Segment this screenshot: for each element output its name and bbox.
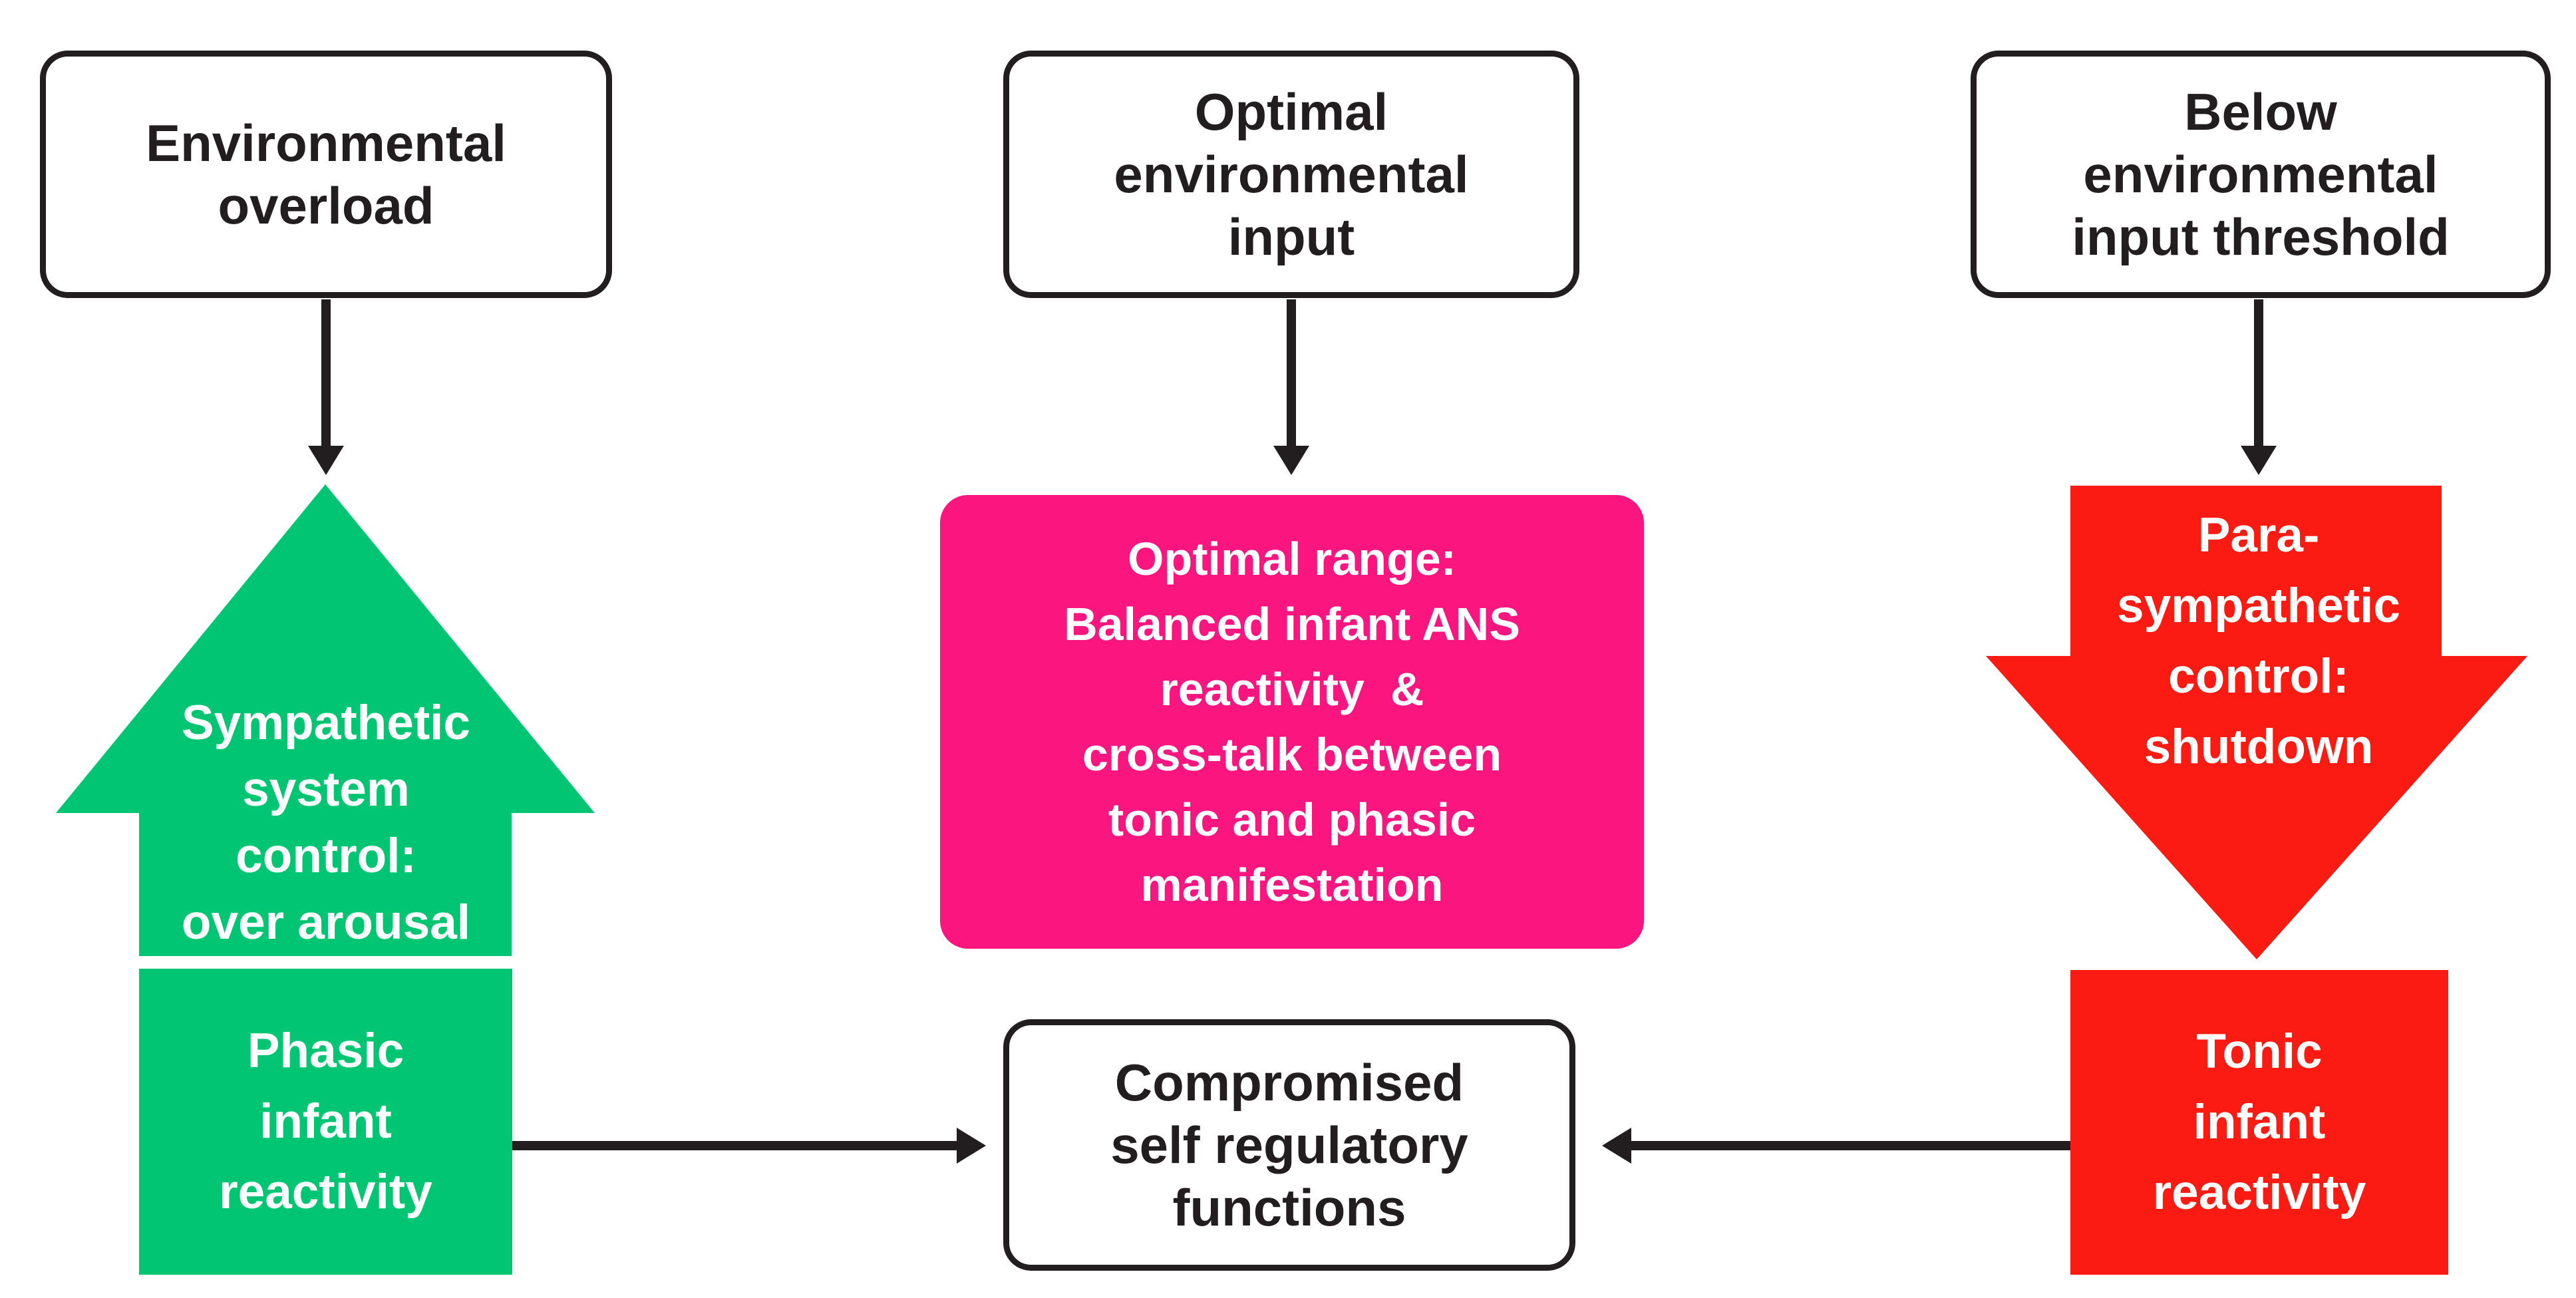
environmental-overload-label: Environmental overload	[146, 114, 506, 235]
parasympathetic-control-label: Para- sympathetic control: shutdown	[2117, 508, 2400, 774]
arrowhead-down-right-icon	[2241, 446, 2277, 475]
box-phasic-infant-reactivity: Phasic infant reactivity	[139, 969, 512, 1275]
arrowhead-right-icon	[957, 1128, 986, 1164]
compromised-self-regulatory-label: Compromised self regulatory functions	[1110, 1053, 1468, 1237]
box-tonic-infant-reactivity: Tonic infant reactivity	[2070, 970, 2448, 1275]
arrowhead-left-icon	[1602, 1128, 1631, 1164]
box-environmental-overload: Environmental overload	[40, 51, 612, 298]
tonic-infant-reactivity-label: Tonic infant reactivity	[2152, 1025, 2366, 1219]
box-optimal-range: Optimal range: Balanced infant ANS react…	[940, 495, 1644, 949]
arrowhead-down-center-icon	[1273, 446, 1309, 475]
box-optimal-environmental-input: Optimal environmental input	[1003, 51, 1579, 298]
box-below-environmental-threshold: Below environmental input threshold	[1971, 51, 2551, 298]
sympathetic-control-label: Sympathetic system control: over arousal	[181, 696, 471, 949]
arrowhead-down-left-icon	[308, 446, 344, 475]
green-arrow-label-area: Sympathetic system control: over arousal	[93, 693, 559, 953]
up-arrow-shape	[56, 484, 595, 956]
optimal-range-label: Optimal range: Balanced infant ANS react…	[1064, 533, 1520, 911]
red-arrow-label-area: Para- sympathetic control: shutdown	[2016, 500, 2501, 782]
optimal-environmental-input-label: Optimal environmental input	[1114, 82, 1469, 266]
down-arrow-shape	[1986, 486, 2527, 959]
box-compromised-self-regulatory: Compromised self regulatory functions	[1003, 1019, 1575, 1271]
phasic-infant-reactivity-label: Phasic infant reactivity	[219, 1024, 432, 1219]
below-environmental-threshold-label: Below environmental input threshold	[2072, 82, 2450, 266]
